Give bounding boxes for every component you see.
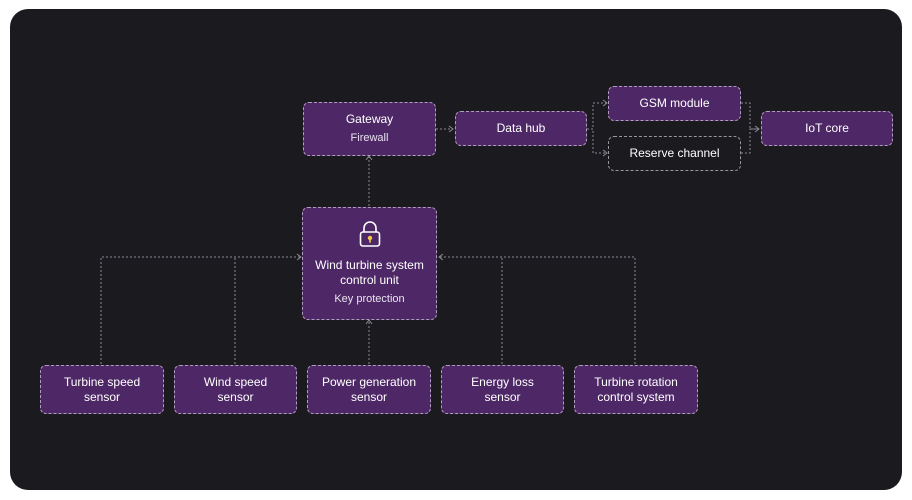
gateway-title: Gateway <box>345 112 394 126</box>
arrowhead-iot <box>754 125 760 133</box>
sensor-node-turbine-rotation: Turbine rotation control system <box>574 365 698 414</box>
data-hub-title: Data hub <box>496 121 546 135</box>
connector-lines <box>100 99 760 364</box>
iot-core-node: IoT core <box>761 111 893 146</box>
reserve-channel-title: Reserve channel <box>629 146 720 160</box>
control-unit-title-line1: Wind turbine system <box>315 258 424 272</box>
sensor-node-energy-loss: Energy loss sensor <box>441 365 564 414</box>
arrowhead-reserve <box>602 149 608 157</box>
sensor-label-line1: Power generation <box>321 374 417 389</box>
arrowhead-gsm <box>602 99 608 107</box>
diagram-canvas: Gateway Firewall Data hub GSM module Res… <box>10 9 902 490</box>
sensor-label-line1: Turbine speed <box>63 374 141 389</box>
arrowhead-bottom-control <box>365 319 373 325</box>
sensor-label-line2: sensor <box>217 389 254 404</box>
sensor-node-power-generation: Power generation sensor <box>307 365 431 414</box>
gateway-node: Gateway Firewall <box>303 102 436 156</box>
sensor-node-wind-speed: Wind speed sensor <box>174 365 297 414</box>
sensor-label-line2: sensor <box>484 389 521 404</box>
arrowhead-left-control <box>296 253 302 261</box>
control-unit-node: Wind turbine system control unit Key pro… <box>302 207 437 320</box>
gateway-subtitle: Firewall <box>350 132 389 144</box>
line-sensor1-to-control <box>100 256 300 364</box>
lock-icon <box>359 220 381 252</box>
control-unit-subtitle: Key protection <box>334 293 405 305</box>
sensor-label-line1: Energy loss <box>471 374 534 389</box>
line-reserve-to-iot <box>741 128 759 154</box>
sensor-label-line2: sensor <box>350 389 388 404</box>
line-sensor5-to-control <box>440 256 636 364</box>
sensor-node-turbine-speed: Turbine speed sensor <box>40 365 164 414</box>
iot-core-title: IoT core <box>805 121 849 135</box>
arrowhead-hub <box>448 125 454 133</box>
gsm-module-title: GSM module <box>639 96 710 110</box>
control-unit-title-line2: control unit <box>340 273 399 287</box>
sensor-label-line1: Wind speed <box>203 374 268 389</box>
sensor-label-line1: Turbine rotation <box>594 374 678 389</box>
sensor-label-line2: control system <box>597 389 675 404</box>
arrowhead-right-control <box>438 253 444 261</box>
line-hub-to-gsm <box>587 102 607 130</box>
data-hub-node: Data hub <box>455 111 587 146</box>
line-gsm-to-iot <box>741 102 759 130</box>
gsm-module-node: GSM module <box>608 86 741 121</box>
line-hub-to-reserve <box>587 128 607 154</box>
reserve-channel-node: Reserve channel <box>608 136 741 171</box>
arrowhead-gateway <box>365 155 373 161</box>
sensor-label-line2: sensor <box>83 389 121 404</box>
